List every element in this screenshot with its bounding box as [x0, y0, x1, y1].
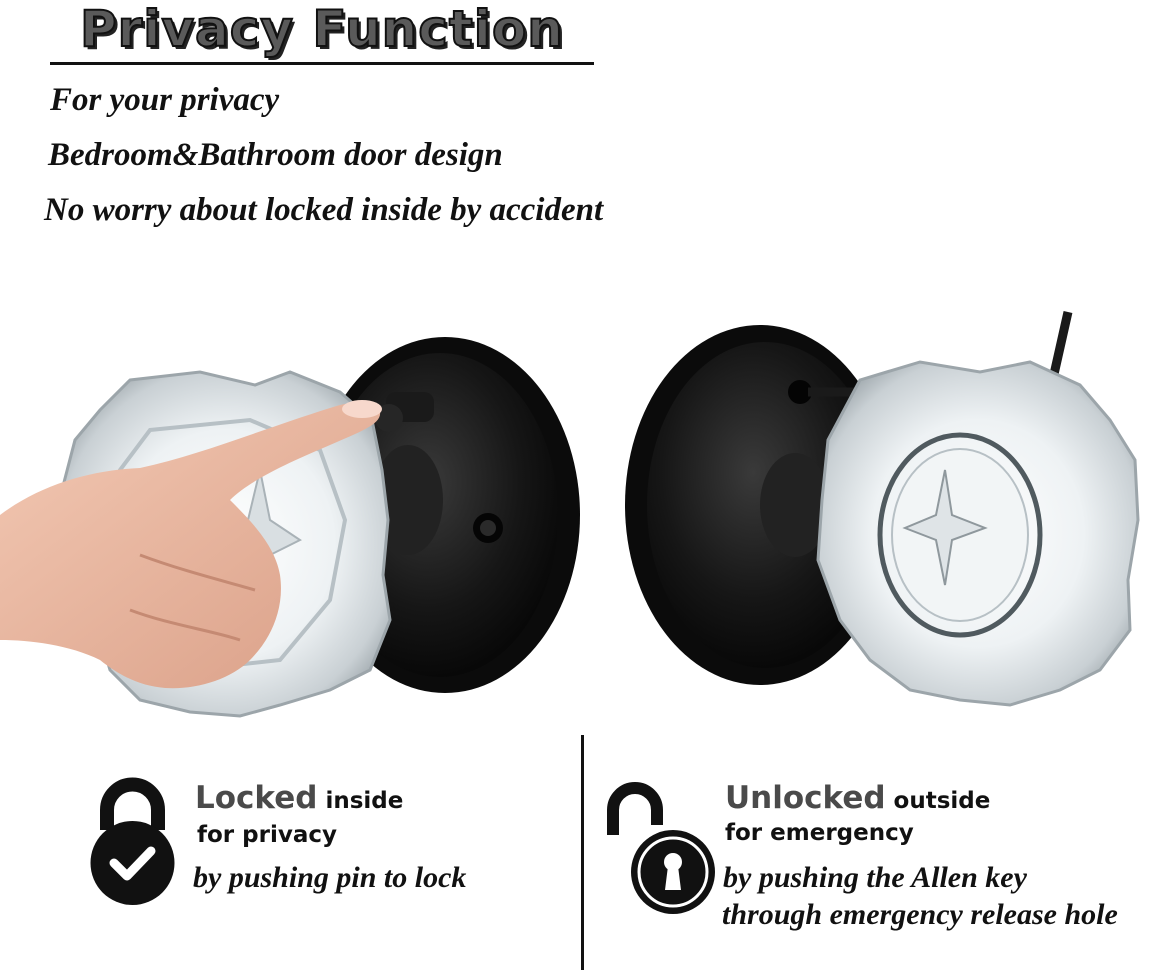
unlocked-line-2: for emergency — [725, 820, 914, 846]
page-title: Privacy Function — [79, 0, 564, 59]
locked-heading: Locked inside — [195, 780, 403, 816]
locked-line-2: for privacy — [197, 822, 337, 848]
locked-line-3: by pushing pin to lock — [193, 861, 467, 894]
unlocked-word: Unlocked — [725, 780, 886, 816]
locked-suffix: inside — [317, 788, 404, 814]
right-glass-knob — [816, 360, 1140, 707]
right-rosette — [625, 325, 895, 685]
locked-padlock-icon — [90, 777, 175, 905]
unlocked-padlock-icon — [607, 782, 715, 914]
product-photo — [0, 311, 1140, 718]
section-divider — [581, 735, 584, 970]
unlocked-heading: Unlocked outside — [725, 780, 990, 816]
locked-word: Locked — [195, 780, 318, 816]
title-underline — [50, 62, 594, 65]
feature-line-2: Bedroom&Bathroom door design — [48, 137, 503, 173]
hand — [0, 400, 382, 689]
unlocked-suffix: outside — [885, 788, 991, 814]
feature-line-3: No worry about locked inside by accident — [44, 192, 604, 228]
unlocked-line-3: by pushing the Allen key — [723, 861, 1027, 894]
unlocked-line-4: through emergency release hole — [722, 898, 1118, 931]
feature-line-1: For your privacy — [50, 82, 280, 118]
